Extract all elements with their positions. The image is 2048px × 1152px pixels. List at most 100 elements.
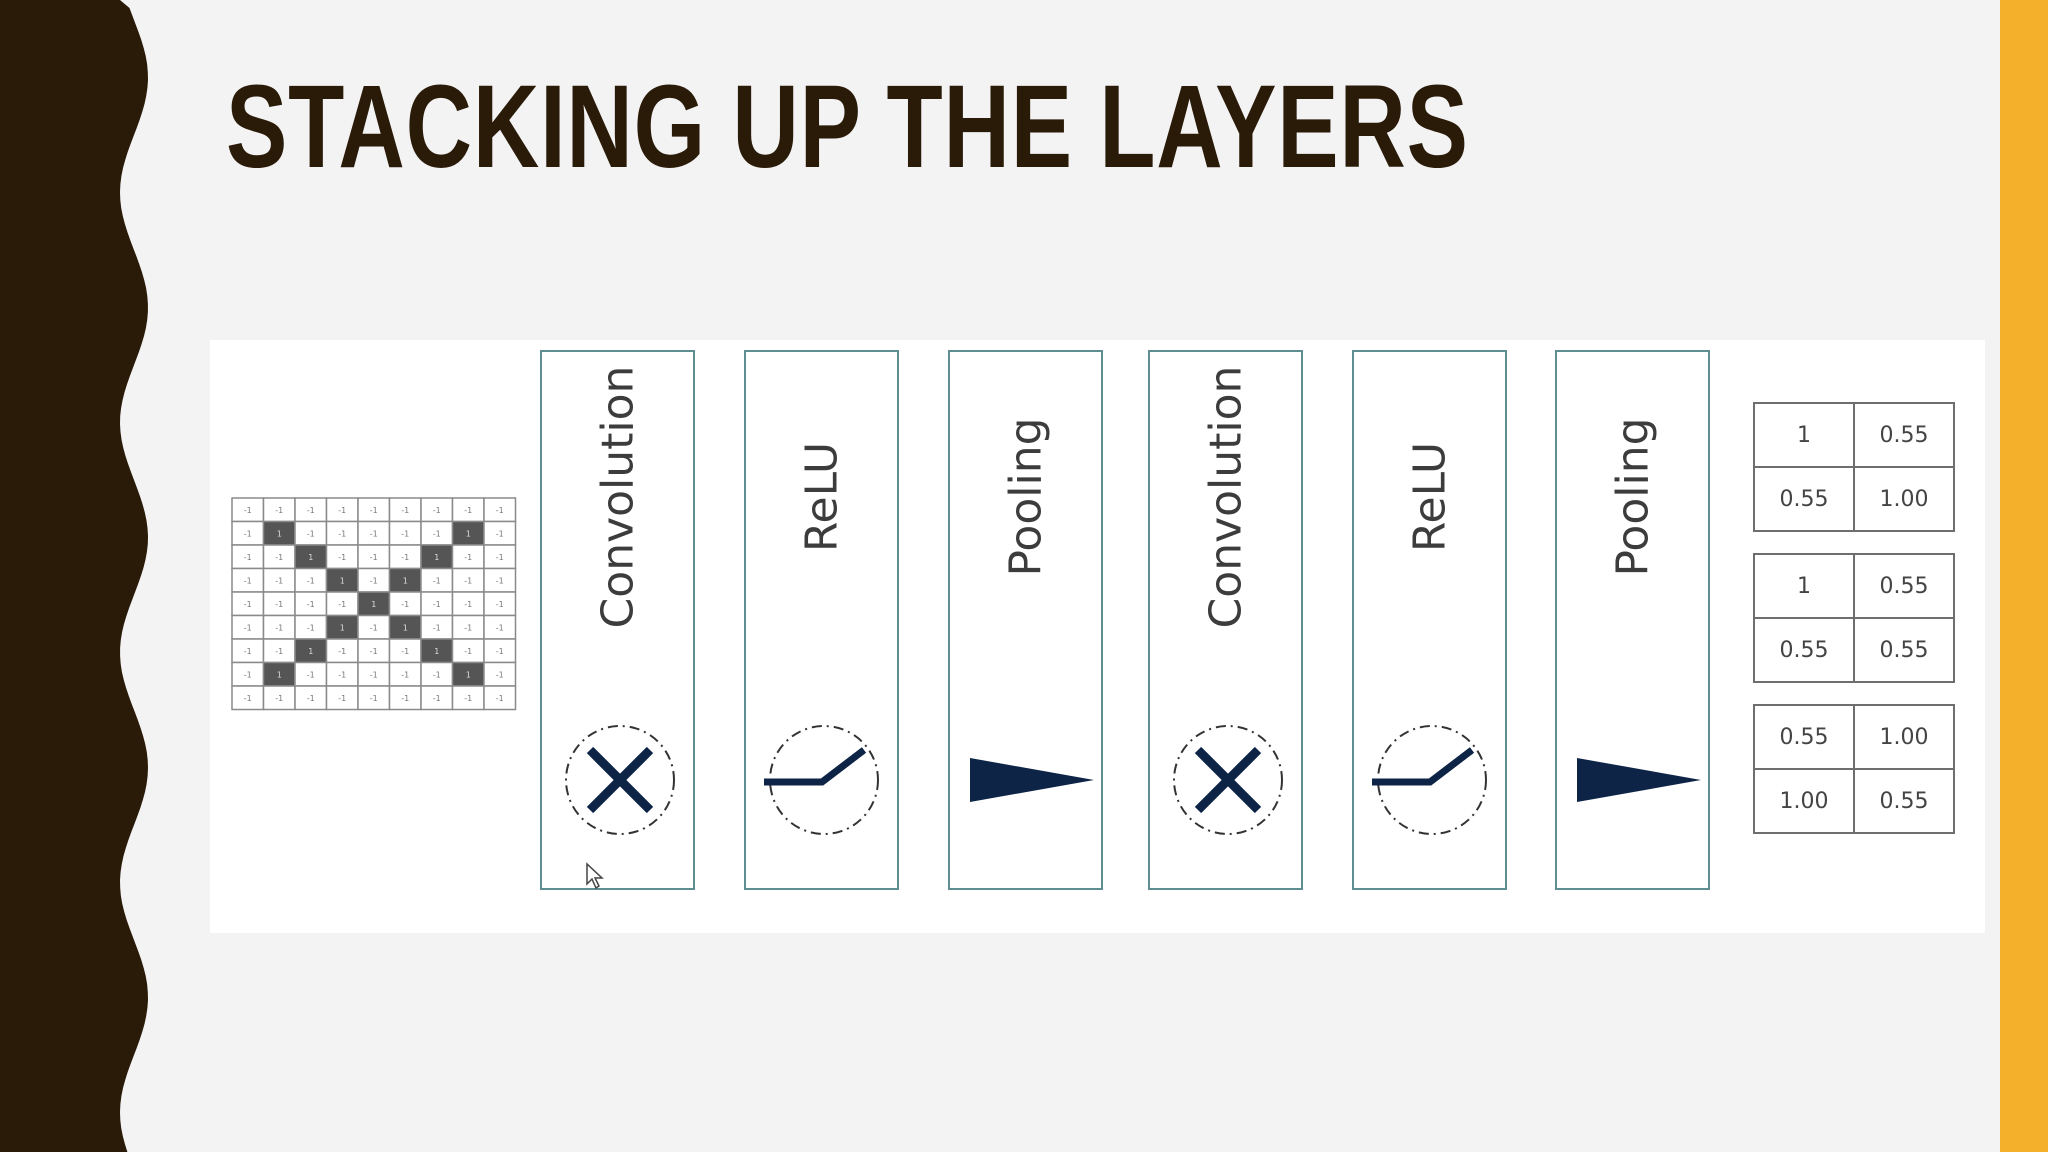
layer-label: Convolution xyxy=(1200,365,1251,629)
grid-cell-value: -1 xyxy=(338,670,346,679)
grid-cell-value: -1 xyxy=(401,506,409,515)
grid-cell-value: -1 xyxy=(370,623,378,632)
grid-cell-value: -1 xyxy=(244,694,252,703)
layer-pooling: Pooling xyxy=(948,350,1103,890)
grid-cell-value: -1 xyxy=(370,694,378,703)
grid-cell-value: -1 xyxy=(496,506,504,515)
grid-cell-value: -1 xyxy=(244,576,252,585)
grid-cell-value: -1 xyxy=(338,600,346,609)
grid-cell-value: -1 xyxy=(401,670,409,679)
grid-cell-value: -1 xyxy=(338,529,346,538)
grid-cell-value: -1 xyxy=(464,600,472,609)
grid-cell-value: -1 xyxy=(401,529,409,538)
grid-cell-value: -1 xyxy=(496,670,504,679)
grid-cell-value: 1 xyxy=(277,529,282,538)
grid-cell-value: -1 xyxy=(307,670,315,679)
grid-cell-value: -1 xyxy=(464,576,472,585)
accent-bar xyxy=(2000,0,2048,1152)
input-image-grid: -1 -1 -1 -1 -1 -1 -1 -1 -1 -1 1 -1 -1 -1 -1 -1 1 -1 -1 -1 1 -… xyxy=(231,497,517,711)
grid-cell-value: -1 xyxy=(275,647,283,656)
mouse-cursor-icon xyxy=(586,862,604,890)
grid-cell-value: -1 xyxy=(401,647,409,656)
matrix-cell: 0.55 xyxy=(1753,704,1855,770)
grid-cell-value: -1 xyxy=(275,553,283,562)
matrix-cell: 1 xyxy=(1753,553,1855,619)
grid-cell-value: -1 xyxy=(370,529,378,538)
grid-cell-value: 1 xyxy=(308,553,313,562)
grid-cell-value: 1 xyxy=(403,623,408,632)
table-row: 0.55 1.00 xyxy=(1753,704,1955,770)
grid-cell-value: 1 xyxy=(466,529,471,538)
grid-cell-value: -1 xyxy=(244,600,252,609)
matrix-cell: 0.55 xyxy=(1853,617,1955,683)
matrix-cell: 1.00 xyxy=(1853,466,1955,532)
grid-cell-value: -1 xyxy=(496,576,504,585)
grid-cell-value: -1 xyxy=(370,506,378,515)
output-feature-map: 0.55 1.00 1.00 0.55 xyxy=(1753,704,1955,834)
layer-label: Pooling xyxy=(1607,417,1658,577)
grid-cell-value: -1 xyxy=(275,576,283,585)
grid-cell-value: 1 xyxy=(466,670,471,679)
layer-label: ReLU xyxy=(796,441,847,553)
grid-cell-value: 1 xyxy=(403,576,408,585)
grid-cell xyxy=(483,685,517,711)
grid-cell-value: -1 xyxy=(370,647,378,656)
grid-cell-value: -1 xyxy=(433,576,441,585)
grid-cell-value: -1 xyxy=(433,623,441,632)
grid-cell-value: 1 xyxy=(340,623,345,632)
output-feature-map: 1 0.55 0.55 0.55 xyxy=(1753,553,1955,683)
grid-cell-value: -1 xyxy=(338,694,346,703)
grid-cell-value: -1 xyxy=(307,623,315,632)
layer-relu: ReLU xyxy=(1352,350,1507,890)
grid-cell-value: -1 xyxy=(496,647,504,656)
grid-cell-value: 1 xyxy=(371,600,376,609)
relu-curve-icon xyxy=(764,725,879,835)
layer-convolution: Convolution xyxy=(1148,350,1303,890)
grid-cell-value: -1 xyxy=(244,647,252,656)
grid-cell-value: -1 xyxy=(433,600,441,609)
grid-cell-value: 1 xyxy=(434,553,439,562)
layer-pooling: Pooling xyxy=(1555,350,1710,890)
grid-cell-value: -1 xyxy=(464,506,472,515)
pooling-wedge-icon xyxy=(1577,758,1701,802)
layer-label: Convolution xyxy=(592,365,643,629)
grid-cell-value: -1 xyxy=(496,553,504,562)
grid-cell-value: -1 xyxy=(275,600,283,609)
convolution-x-icon xyxy=(565,725,675,835)
grid-cell-value: -1 xyxy=(307,506,315,515)
grid-cell-value: -1 xyxy=(433,670,441,679)
layer-label: ReLU xyxy=(1404,441,1455,553)
layer-label: Pooling xyxy=(1000,417,1051,577)
grid-cell-value: -1 xyxy=(496,623,504,632)
decorative-wavy-band xyxy=(0,0,148,1152)
matrix-cell: 0.55 xyxy=(1853,768,1955,834)
grid-cell-value: -1 xyxy=(401,600,409,609)
pooling-wedge-icon xyxy=(970,758,1094,802)
grid-cell-value: -1 xyxy=(370,576,378,585)
grid-cell-value: 1 xyxy=(434,647,439,656)
matrix-cell: 0.55 xyxy=(1753,617,1855,683)
grid-cell-value: -1 xyxy=(338,647,346,656)
grid-cell-value: 1 xyxy=(340,576,345,585)
grid-cell-value: -1 xyxy=(496,600,504,609)
grid-cell-value: -1 xyxy=(244,623,252,632)
matrix-cell: 1.00 xyxy=(1753,768,1855,834)
grid-cell-value: -1 xyxy=(464,694,472,703)
grid-cell-value: -1 xyxy=(307,576,315,585)
grid-cell-value: -1 xyxy=(275,623,283,632)
matrix-cell: 1 xyxy=(1753,402,1855,468)
table-row: 1 0.55 xyxy=(1753,402,1955,468)
convolution-x-icon xyxy=(1173,725,1283,835)
table-row: 1.00 0.55 xyxy=(1753,768,1955,834)
table-row: 1 0.55 xyxy=(1753,553,1955,619)
layer-convolution: Convolution xyxy=(540,350,695,890)
grid-cell-value: 1 xyxy=(277,670,282,679)
grid-cell-value: -1 xyxy=(370,670,378,679)
matrix-cell: 0.55 xyxy=(1853,402,1955,468)
grid-cell-value: -1 xyxy=(338,506,346,515)
grid-cell-value: -1 xyxy=(401,694,409,703)
grid-cell-value: -1 xyxy=(433,529,441,538)
cnn-diagram-panel: -1 -1 -1 -1 -1 -1 -1 -1 -1 -1 1 -1 -1 -1 -1 -1 1 -1 -1 -1 1 -… xyxy=(210,340,1985,933)
relu-curve-icon xyxy=(1372,725,1487,835)
matrix-cell: 0.55 xyxy=(1753,466,1855,532)
